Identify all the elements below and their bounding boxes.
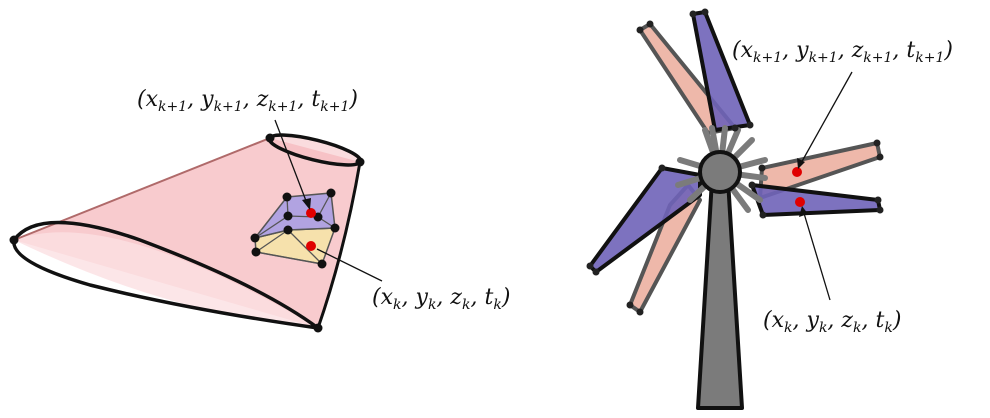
swept-surface: [14, 138, 360, 328]
annotation-arrow-bottom: [799, 206, 831, 301]
left-panel: (xk+1, yk+1, zk+1, tk+1) (xk, yk, zk, tk…: [9, 87, 510, 333]
vertex-point: [9, 235, 19, 245]
vertex-point: [313, 323, 323, 333]
sample-point-k: [795, 197, 805, 207]
annotation-arrow-top: [797, 71, 853, 169]
label-right-top: (xk+1, yk+1, zk+1, tk+1): [732, 38, 953, 66]
label-left-bottom: (xk, yk, zk, tk): [372, 285, 510, 313]
sample-point-k: [306, 241, 316, 251]
windmill-hub: [698, 150, 742, 194]
sample-point-k1: [792, 167, 802, 177]
windmill-tower: [696, 178, 744, 410]
vertex-point: [355, 157, 365, 167]
sample-point-k1: [306, 208, 316, 218]
vertex-point: [265, 133, 275, 143]
blade-vertices: [586, 8, 884, 316]
label-right-bottom: (xk, yk, zk, tk): [763, 308, 901, 336]
annotation-arrow-top: [274, 119, 311, 210]
annotation-leader-bottom: [316, 248, 383, 282]
mesh-patch-k1: [253, 192, 336, 240]
mesh-vertices: [250, 188, 340, 269]
cone-edge-right: [316, 161, 362, 329]
right-panel: (xk+1, yk+1, zk+1, tk+1) (xk, yk, zk, tk…: [586, 8, 953, 410]
label-left-top: (xk+1, yk+1, zk+1, tk+1): [137, 87, 358, 115]
base-ellipse-inner: [14, 232, 318, 328]
